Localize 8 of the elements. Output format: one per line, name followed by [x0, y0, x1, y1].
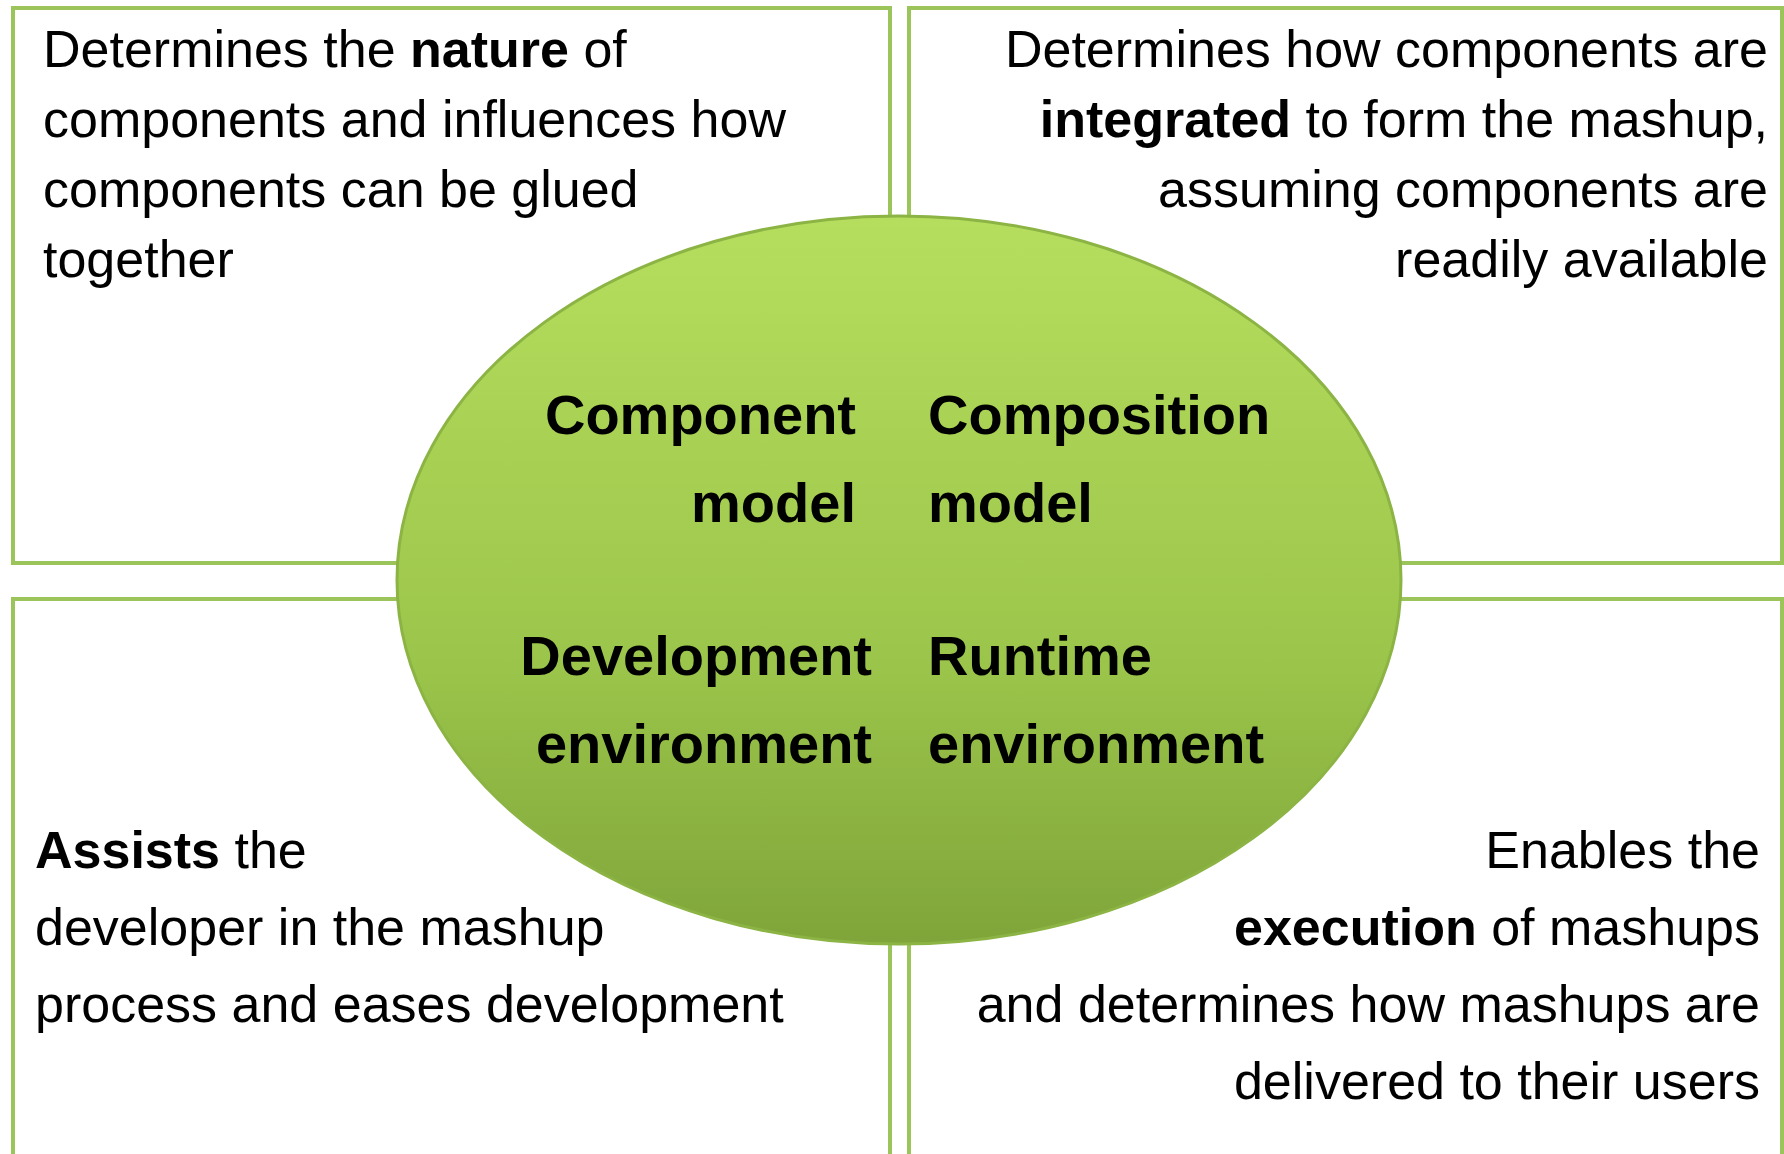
ellipse-label: Development environment — [519, 623, 872, 777]
description-text: Enables the execution of mashups and determines how mashups are delivered to their users — [911, 812, 1760, 1120]
description-text: Determines the nature of components and influences how components can be glued together — [43, 14, 878, 364]
ellipse-label: Runtime environment — [928, 623, 1266, 777]
ellipse-label: Component model — [543, 382, 856, 536]
ellipse-label: Composition model — [928, 382, 1272, 536]
description-text: Determines how components are integrated to form the mashup, assuming components are readily available — [911, 14, 1768, 364]
description-text: Assists the developer in the mashup process and eases development — [35, 812, 880, 1043]
